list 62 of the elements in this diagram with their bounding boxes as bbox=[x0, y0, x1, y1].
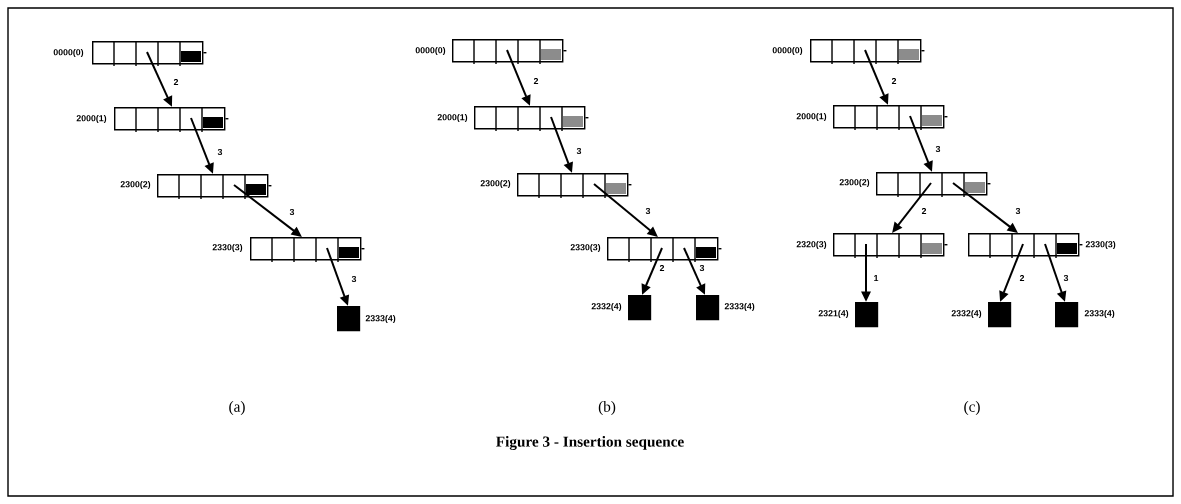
node-label: 2333(4) bbox=[724, 302, 755, 312]
leaf-square bbox=[337, 306, 361, 332]
record-box bbox=[968, 232, 1084, 259]
figure-caption: Figure 3 - Insertion sequence bbox=[496, 436, 684, 450]
record-box bbox=[114, 106, 230, 133]
edge-label: 3 bbox=[1062, 273, 1070, 283]
arrow bbox=[892, 182, 932, 233]
node-label: 2330(3) bbox=[1085, 240, 1116, 250]
panel-label: (a) bbox=[229, 401, 245, 415]
record-box bbox=[833, 232, 949, 259]
node-label: 0000(0) bbox=[53, 48, 84, 58]
record-box bbox=[517, 172, 633, 199]
panel-label: (c) bbox=[964, 401, 980, 415]
node-label: 2330(3) bbox=[212, 243, 243, 253]
edge-label: 3 bbox=[575, 146, 583, 156]
edge-label: 3 bbox=[1014, 206, 1022, 216]
record-box bbox=[833, 104, 949, 131]
edge-label: 2 bbox=[890, 76, 898, 86]
edge-label: 2 bbox=[532, 76, 540, 86]
node-label: 2332(4) bbox=[591, 302, 622, 312]
edge-label: 2 bbox=[920, 206, 928, 216]
record-box bbox=[92, 40, 208, 67]
node-label: 2332(4) bbox=[951, 309, 982, 319]
edge-label: 3 bbox=[216, 147, 224, 157]
record-box bbox=[810, 38, 926, 65]
edge-label: 2 bbox=[658, 263, 666, 273]
record-box bbox=[607, 236, 723, 263]
leaf-square bbox=[855, 302, 879, 328]
leaf-square bbox=[1055, 302, 1079, 328]
edge-label: 3 bbox=[698, 263, 706, 273]
edge-label: 2 bbox=[1018, 273, 1026, 283]
record-box bbox=[452, 38, 568, 65]
edge-label: 1 bbox=[872, 273, 880, 283]
arrow bbox=[593, 183, 658, 237]
edge-label: 3 bbox=[934, 144, 942, 154]
node-label: 0000(0) bbox=[415, 46, 446, 56]
record-box bbox=[250, 236, 366, 263]
record-box bbox=[474, 105, 590, 132]
node-label: 2333(4) bbox=[365, 314, 396, 324]
node-label: 2320(3) bbox=[796, 240, 827, 250]
record-box bbox=[157, 173, 273, 200]
node-label: 2300(2) bbox=[839, 178, 870, 188]
node-label: 2333(4) bbox=[1084, 309, 1115, 319]
node-label: 2000(1) bbox=[796, 112, 827, 122]
node-label: 2300(2) bbox=[120, 180, 151, 190]
edge-label: 3 bbox=[350, 274, 358, 284]
record-box bbox=[876, 171, 992, 198]
node-label: 2300(2) bbox=[480, 179, 511, 189]
panel-label: (b) bbox=[598, 401, 616, 415]
arrow bbox=[952, 182, 1018, 233]
arrow bbox=[233, 184, 302, 237]
edge-label: 3 bbox=[644, 206, 652, 216]
node-label: 0000(0) bbox=[772, 46, 803, 56]
node-label: 2321(4) bbox=[818, 309, 849, 319]
leaf-square bbox=[988, 302, 1012, 328]
edge-label: 2 bbox=[172, 77, 180, 87]
node-label: 2330(3) bbox=[570, 243, 601, 253]
node-label: 2000(1) bbox=[437, 113, 468, 123]
edge-label: 3 bbox=[288, 207, 296, 217]
node-label: 2000(1) bbox=[76, 114, 107, 124]
leaf-square bbox=[696, 295, 720, 321]
leaf-square bbox=[628, 295, 652, 321]
